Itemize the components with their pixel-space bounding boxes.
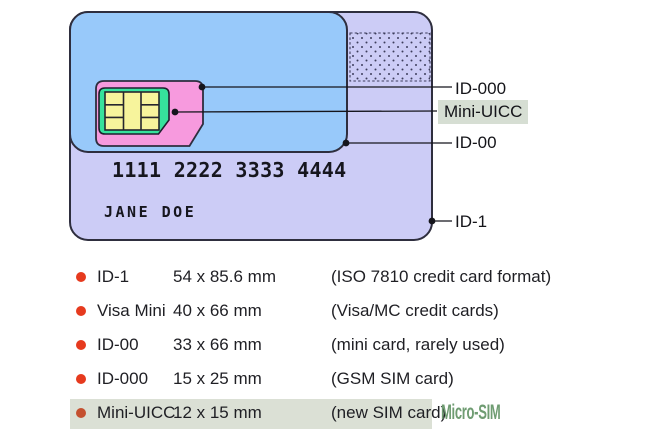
bullet-icon: [76, 272, 86, 282]
legend-size: 54 x 85.6 mm: [173, 267, 276, 286]
callout-id-000: ID-000: [455, 79, 507, 98]
legend-note: (mini card, rarely used): [331, 335, 505, 354]
legend-note: (GSM SIM card): [331, 369, 454, 388]
legend-label: Mini-UICC: [97, 403, 176, 422]
leader-dots: [171, 83, 436, 225]
callout-id-00: ID-00: [455, 133, 497, 152]
legend-row-mini-uicc: Mini-UICC 12 x 15 mm (new SIM card): [70, 396, 610, 430]
legend-note: (Visa/MC credit cards): [331, 301, 499, 320]
card-number: 1111 2222 3333 4444: [112, 158, 346, 182]
bullet-icon: [76, 340, 86, 350]
leader-lines: [174, 86, 452, 222]
legend-row-visa-mini: Visa Mini 40 x 66 mm (Visa/MC credit car…: [70, 294, 610, 328]
legend-label: ID-1: [97, 267, 130, 286]
callout-mini-uicc: Mini-UICC: [438, 100, 529, 124]
legend-row-id-000: ID-000 15 x 25 mm (GSM SIM card): [70, 362, 610, 396]
bullet-icon: [76, 408, 86, 418]
legend-size: 33 x 66 mm: [173, 335, 262, 354]
bullet-icon: [76, 306, 86, 316]
chip-contacts-icon: [104, 91, 160, 131]
legend-label: Visa Mini: [97, 301, 166, 320]
legend-row-id-1: ID-1 54 x 85.6 mm (ISO 7810 credit card …: [70, 260, 610, 294]
legend-label: ID-00: [97, 335, 139, 354]
legend-size: 12 x 15 mm: [173, 403, 262, 422]
legend-size: 15 x 25 mm: [173, 369, 262, 388]
legend-row-id-00: ID-00 33 x 66 mm (mini card, rarely used…: [70, 328, 610, 362]
bullet-icon: [76, 374, 86, 384]
card-holder-name: JANE DOE: [104, 203, 196, 221]
micro-sim-annotation: Micro-SIM: [441, 401, 501, 424]
legend-label: ID-000: [97, 369, 149, 388]
card-diagram: 1111 2222 3333 4444 JANE DOE: [69, 11, 452, 241]
dotted-area: [349, 32, 431, 82]
legend-note: (new SIM card): [331, 403, 447, 422]
legend-size: 40 x 66 mm: [173, 301, 262, 320]
legend-note: (ISO 7810 credit card format): [331, 267, 552, 286]
legend-list: ID-1 54 x 85.6 mm (ISO 7810 credit card …: [70, 260, 610, 430]
callout-id-1: ID-1: [455, 212, 488, 231]
highlight-bar: [70, 399, 432, 429]
